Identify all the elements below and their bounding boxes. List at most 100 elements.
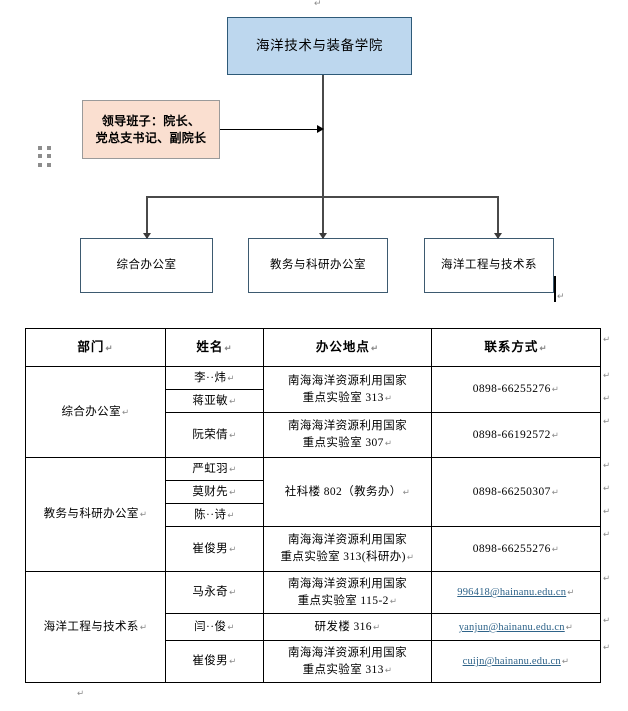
cell-name-1-2-label: 陈··诗 bbox=[194, 508, 227, 521]
cell-location-2-1-line1: 研发楼 316 bbox=[314, 620, 372, 633]
cell-name-0-2: 阮荣倩↵ bbox=[165, 412, 264, 458]
email-link[interactable]: yanjun@hainanu.edu.cn bbox=[458, 621, 565, 633]
cell-department-0: 综合办公室↵ bbox=[25, 366, 166, 458]
table-row: 教务与科研办公室↵ 严虹羽↵ 社科楼 802（教务办）↵ 0898-662503… bbox=[25, 457, 601, 572]
cell-location-2-2-line1: 南海海洋资源利用国家 bbox=[288, 646, 407, 659]
table-row: 蒋亚敏↵ bbox=[26, 389, 601, 413]
connector-trunk-vertical bbox=[322, 75, 324, 238]
leadership-line-1: 领导班子：院长、 bbox=[101, 114, 201, 129]
table-row: 崔俊男↵ 南海海洋资源利用国家重点实验室 313 ↵ cuijn@hainanu.… bbox=[26, 640, 601, 683]
cell-location-0-2-line2: 重点实验室 307 bbox=[302, 437, 384, 449]
arrowhead-icon-dept-1 bbox=[319, 233, 327, 239]
pilcrow-mark: ↵ bbox=[551, 486, 560, 497]
pilcrow-mark-top: ↵ bbox=[314, 0, 322, 8]
move-handle-icon[interactable] bbox=[38, 146, 52, 168]
handle-dot bbox=[38, 146, 42, 150]
pilcrow-mark: ↵ bbox=[372, 621, 381, 632]
cell-name-0-1: 蒋亚敏↵ bbox=[165, 389, 264, 413]
handle-dot bbox=[47, 162, 51, 167]
pilcrow-mark: ↵ bbox=[229, 429, 237, 440]
pilcrow-mark: ↵ bbox=[603, 506, 611, 516]
cell-contact-0-0-label: 0898-66255276 bbox=[472, 383, 551, 396]
text-caret bbox=[554, 276, 556, 302]
cell-location-1-3-line1: 南海海洋资源利用国家 bbox=[288, 534, 407, 547]
org-node-leadership[interactable]: 领导班子：院长、 党总支书记、副院长 bbox=[82, 100, 220, 159]
pilcrow-mark: ↵ bbox=[603, 573, 611, 583]
pilcrow-mark: ↵ bbox=[229, 486, 237, 497]
connector-leg-left bbox=[146, 196, 148, 238]
org-node-dept-0-label: 综合办公室 bbox=[116, 258, 177, 271]
cell-name-1-3-label: 崔俊男 bbox=[192, 542, 229, 555]
email-link[interactable]: cuijn@hainanu.edu.cn bbox=[462, 656, 561, 668]
cell-location-2-0-line2: 重点实验室 115-2 bbox=[297, 594, 389, 607]
cell-name-0-2-label: 阮荣倩 bbox=[192, 428, 229, 441]
email-link[interactable]: 996418@hainanu.edu.cn bbox=[457, 587, 567, 599]
pilcrow-mark: ↵ bbox=[539, 343, 548, 354]
org-node-marine-engineering-dept[interactable]: 海洋工程与技术系 bbox=[424, 238, 554, 293]
cell-location-0-0: 南海海洋资源利用国家重点实验室 313↵ bbox=[263, 366, 432, 413]
cell-name-1-3: 崔俊男↵ bbox=[165, 526, 264, 572]
pilcrow-mark: ↵ bbox=[121, 406, 130, 417]
contact-table: 部门↵ 姓名↵ 办公地点↵ 联系方式↵ 综合办公室↵ 李··炜↵ 南海海洋资源利… bbox=[25, 328, 601, 683]
pilcrow-mark: ↵ bbox=[384, 438, 393, 448]
pilcrow-mark: ↵ bbox=[227, 372, 235, 383]
pilcrow-mark: ↵ bbox=[229, 543, 237, 554]
pilcrow-mark-trailing: ↵ bbox=[77, 688, 85, 698]
pilcrow-mark: ↵ bbox=[603, 529, 611, 539]
cell-name-2-2: 崔俊男↵ bbox=[165, 640, 264, 683]
pilcrow-mark: ↵ bbox=[229, 656, 237, 667]
pilcrow-mark: ↵ bbox=[139, 509, 148, 520]
connector-horizontal-bus bbox=[146, 196, 499, 198]
cell-contact-2-0[interactable]: 996418@hainanu.edu.cn↵ bbox=[431, 571, 601, 614]
column-header-name: 姓名↵ bbox=[165, 328, 264, 367]
cell-location-2-2: 南海海洋资源利用国家重点实验室 313↵ bbox=[263, 640, 432, 683]
pilcrow-mark: ↵ bbox=[229, 463, 237, 474]
cell-location-2-0: 南海海洋资源利用国家重点实验室 115-2↵ bbox=[263, 571, 432, 614]
cell-location-1-0-line1: 社科楼 802（教务办） bbox=[284, 485, 402, 498]
cell-name-2-2-label: 崔俊男 bbox=[192, 655, 229, 668]
cell-location-2-2-line2: 重点实验室 313 bbox=[302, 663, 384, 676]
cell-name-2-0-label: 马永奇 bbox=[192, 586, 229, 599]
connector-leadership-horizontal bbox=[220, 129, 321, 131]
cell-name-2-0: 马永奇↵ bbox=[165, 571, 264, 614]
org-node-leadership-label: 领导班子：院长、 党总支书记、副院长 bbox=[92, 113, 211, 145]
connector-leg-right bbox=[497, 196, 499, 238]
pilcrow-mark: ↵ bbox=[565, 621, 574, 632]
cell-name-0-0: 李··炜↵ bbox=[165, 366, 264, 390]
org-node-college[interactable]: 海洋技术与装备学院 bbox=[227, 17, 412, 75]
table-row: 闫··俊↵ 研发楼 316↵ yanjun@hainanu.edu.cn↵ bbox=[26, 613, 601, 641]
contact-table-container: 部门↵ 姓名↵ 办公地点↵ 联系方式↵ 综合办公室↵ 李··炜↵ 南海海洋资源利… bbox=[25, 328, 601, 683]
column-header-department: 部门↵ bbox=[25, 328, 166, 367]
cell-department-0-label: 综合办公室 bbox=[61, 405, 121, 418]
pilcrow-mark: ↵ bbox=[370, 343, 380, 354]
pilcrow-mark: ↵ bbox=[551, 543, 560, 554]
org-node-academic-research-office[interactable]: 教务与科研办公室 bbox=[248, 238, 388, 293]
cell-department-2: 海洋工程与技术系↵ bbox=[25, 571, 166, 683]
table-header-row: 部门↵ 姓名↵ 办公地点↵ 联系方式↵ bbox=[25, 328, 601, 367]
pilcrow-mark-caret: ↵ bbox=[557, 291, 565, 301]
pilcrow-mark: ↵ bbox=[603, 370, 611, 380]
handle-dot bbox=[47, 154, 51, 159]
cell-contact-2-2[interactable]: cuijn@hainanu.edu.cn↵ bbox=[431, 640, 601, 683]
pilcrow-mark: ↵ bbox=[567, 587, 575, 598]
pilcrow-mark: ↵ bbox=[551, 384, 560, 395]
cell-location-0-0-line1: 南海海洋资源利用国家 bbox=[288, 374, 407, 387]
pilcrow-mark: ↵ bbox=[603, 615, 611, 625]
cell-contact-0-2-label: 0898-66192572 bbox=[472, 428, 551, 441]
org-chart: ↵ 海洋技术与装备学院 领导班子：院长、 党总支书记、副院长 综合办公室 教务与… bbox=[0, 0, 628, 312]
pilcrow-mark: ↵ bbox=[389, 595, 398, 606]
pilcrow-mark: ↵ bbox=[139, 621, 148, 632]
cell-name-2-1-label: 闫··俊 bbox=[194, 620, 227, 633]
org-node-general-office[interactable]: 综合办公室 bbox=[80, 238, 213, 293]
cell-contact-1-3-label: 0898-66255276 bbox=[472, 542, 551, 555]
cell-name-2-1: 闫··俊↵ bbox=[165, 613, 264, 641]
cell-name-1-1-label: 莫财先 bbox=[192, 485, 229, 498]
handle-dot bbox=[38, 162, 42, 167]
document-edge-pilcrows: ↵ ↵ ↵ ↵ ↵ ↵ ↵ ↵ ↵ ↵ ↵ bbox=[603, 330, 623, 690]
column-header-department-label: 部门 bbox=[77, 340, 105, 355]
arrowhead-icon-leadership bbox=[317, 125, 324, 133]
cell-department-1: 教务与科研办公室↵ bbox=[25, 457, 166, 572]
column-header-contact: 联系方式↵ bbox=[431, 328, 601, 367]
cell-contact-2-1[interactable]: yanjun@hainanu.edu.cn↵ bbox=[431, 613, 601, 641]
pilcrow-mark: ↵ bbox=[402, 486, 411, 497]
